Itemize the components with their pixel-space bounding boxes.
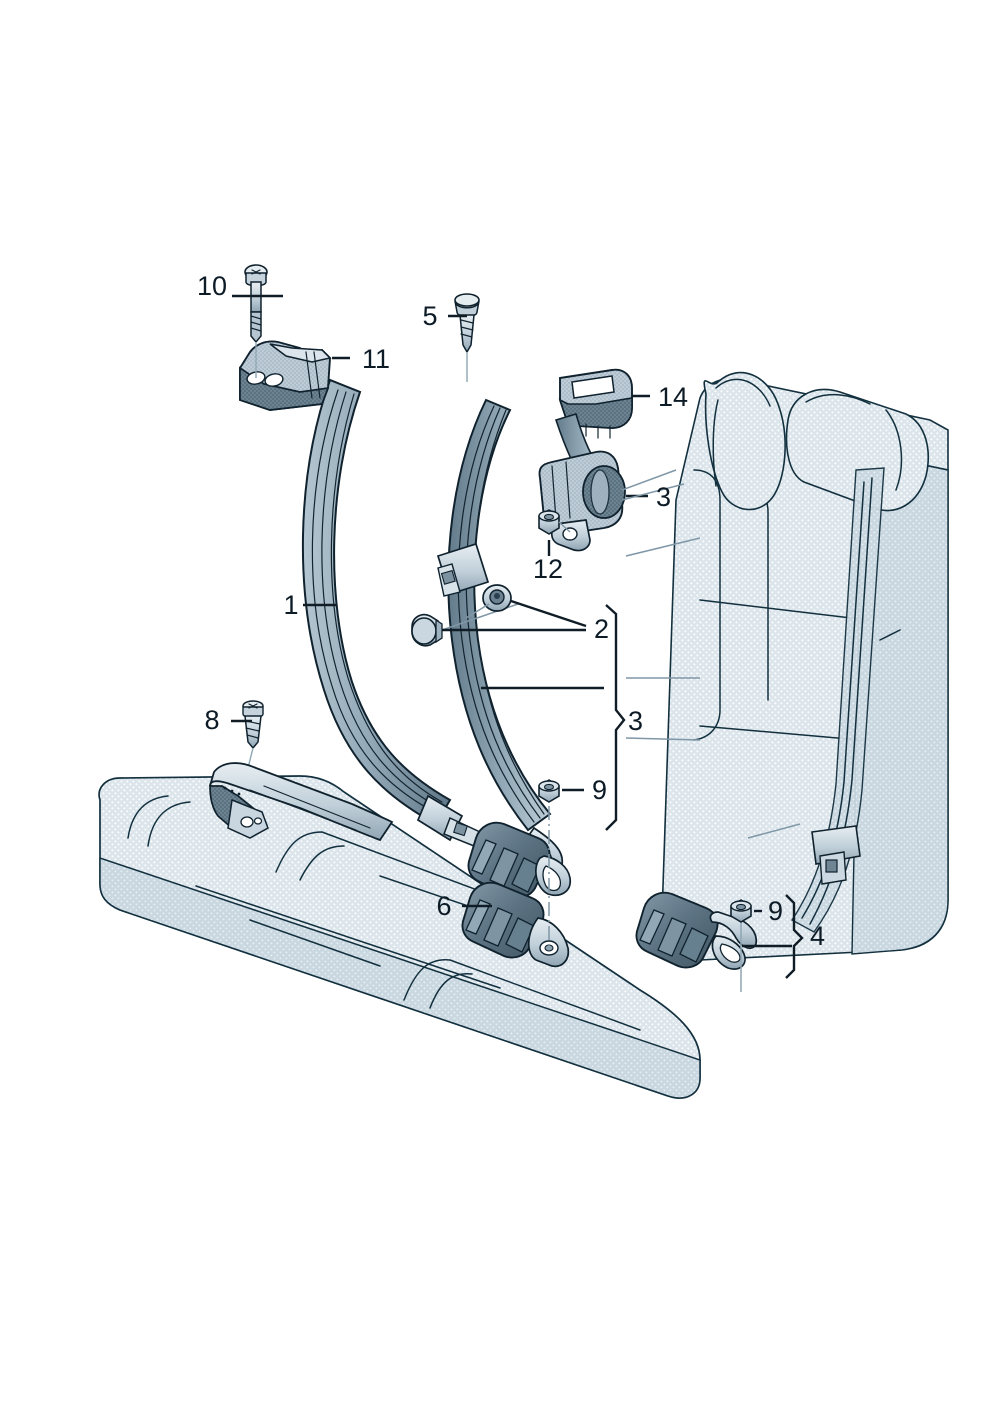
seat-leader-6 bbox=[747, 823, 801, 839]
belt-outer-stitch-1 bbox=[311, 389, 439, 815]
cushion-seam-i bbox=[249, 919, 381, 967]
trim-cap bbox=[411, 603, 519, 647]
belt-webbing-outer bbox=[301, 378, 481, 847]
belt-inner-stitch-3 bbox=[473, 409, 545, 815]
callout-5: 5 bbox=[422, 301, 437, 331]
head-restraint-right-edge bbox=[885, 409, 903, 491]
head-restraint-left-edge bbox=[712, 399, 719, 487]
inner-belt-latch-plate bbox=[436, 542, 490, 597]
seat-leader-5 bbox=[625, 737, 701, 741]
lower-anchor-bolt bbox=[242, 700, 264, 773]
cushion-seam-d bbox=[299, 845, 345, 881]
upper-belt-bracket bbox=[239, 340, 332, 411]
callout-3-retractor: 3 bbox=[656, 482, 671, 512]
seat-seam-3 bbox=[699, 599, 869, 621]
seat-belt-on-backrest bbox=[790, 467, 885, 933]
leader-lines bbox=[231, 294, 804, 979]
cushion-seam-f bbox=[429, 973, 473, 1009]
rear-seat-cushion bbox=[98, 775, 701, 1099]
seat-cushion-front-face bbox=[99, 856, 701, 1099]
callout-14: 14 bbox=[658, 382, 688, 412]
seat-seam-4 bbox=[699, 725, 861, 741]
cushion-seam-e bbox=[403, 959, 641, 1031]
seat-leader-1 bbox=[621, 469, 677, 491]
callout-labels: 10 11 5 14 3 12 1 2 3 8 9 6 9 4 bbox=[197, 271, 825, 951]
seat-seam-1 bbox=[693, 469, 721, 741]
callout-9-centre: 9 bbox=[592, 775, 607, 805]
cushion-seam-c bbox=[275, 831, 521, 907]
brace-3 bbox=[605, 604, 626, 831]
belt-inner-stitch-1 bbox=[457, 405, 535, 823]
centre-buckle bbox=[461, 806, 570, 968]
collar-nut bbox=[538, 509, 571, 535]
brace-4 bbox=[785, 894, 804, 979]
retractor-bolt bbox=[454, 293, 480, 382]
outer-belt-latch-plate bbox=[416, 794, 481, 847]
buckle-nut-centre bbox=[538, 779, 560, 803]
lower-anchor-plate bbox=[209, 762, 394, 842]
seat-leader-2 bbox=[621, 483, 685, 501]
belt-retractor bbox=[538, 413, 626, 552]
belt-inner-stitch-2 bbox=[465, 407, 541, 819]
callout-1: 1 bbox=[283, 590, 298, 620]
cushion-seam-b bbox=[147, 801, 191, 847]
grommet bbox=[465, 584, 512, 619]
belt-webbing-outer-strap bbox=[301, 378, 452, 826]
belt-outer-stitch-3 bbox=[330, 393, 443, 803]
seat-leader-3 bbox=[625, 537, 701, 557]
belt-outer-stitch-2 bbox=[321, 391, 441, 809]
callout-8: 8 bbox=[204, 705, 219, 735]
cushion-seam-a bbox=[127, 795, 169, 839]
callout-2: 2 bbox=[594, 614, 609, 644]
callout-3-group: 3 bbox=[628, 706, 643, 736]
callout-12: 12 bbox=[533, 554, 563, 584]
cushion-seam-g bbox=[195, 885, 501, 989]
head-restraint-left-seam bbox=[715, 378, 771, 407]
callout-10: 10 bbox=[197, 271, 227, 301]
seat-seam-5 bbox=[879, 629, 901, 641]
callout-11: 11 bbox=[362, 344, 390, 374]
leader-2b bbox=[510, 599, 587, 628]
callout-9-outer: 9 bbox=[768, 896, 783, 926]
buckle-nut-outer bbox=[730, 899, 752, 923]
callout-6: 6 bbox=[436, 891, 451, 921]
rear-bench-seat bbox=[661, 371, 949, 961]
outer-buckle bbox=[635, 891, 758, 992]
head-restraint-left bbox=[703, 371, 786, 511]
callout-4: 4 bbox=[810, 921, 825, 951]
head-restraint-right-seam bbox=[805, 393, 871, 405]
right-belt-latch-plate bbox=[811, 825, 861, 885]
upper-centre-buckle bbox=[467, 821, 571, 899]
